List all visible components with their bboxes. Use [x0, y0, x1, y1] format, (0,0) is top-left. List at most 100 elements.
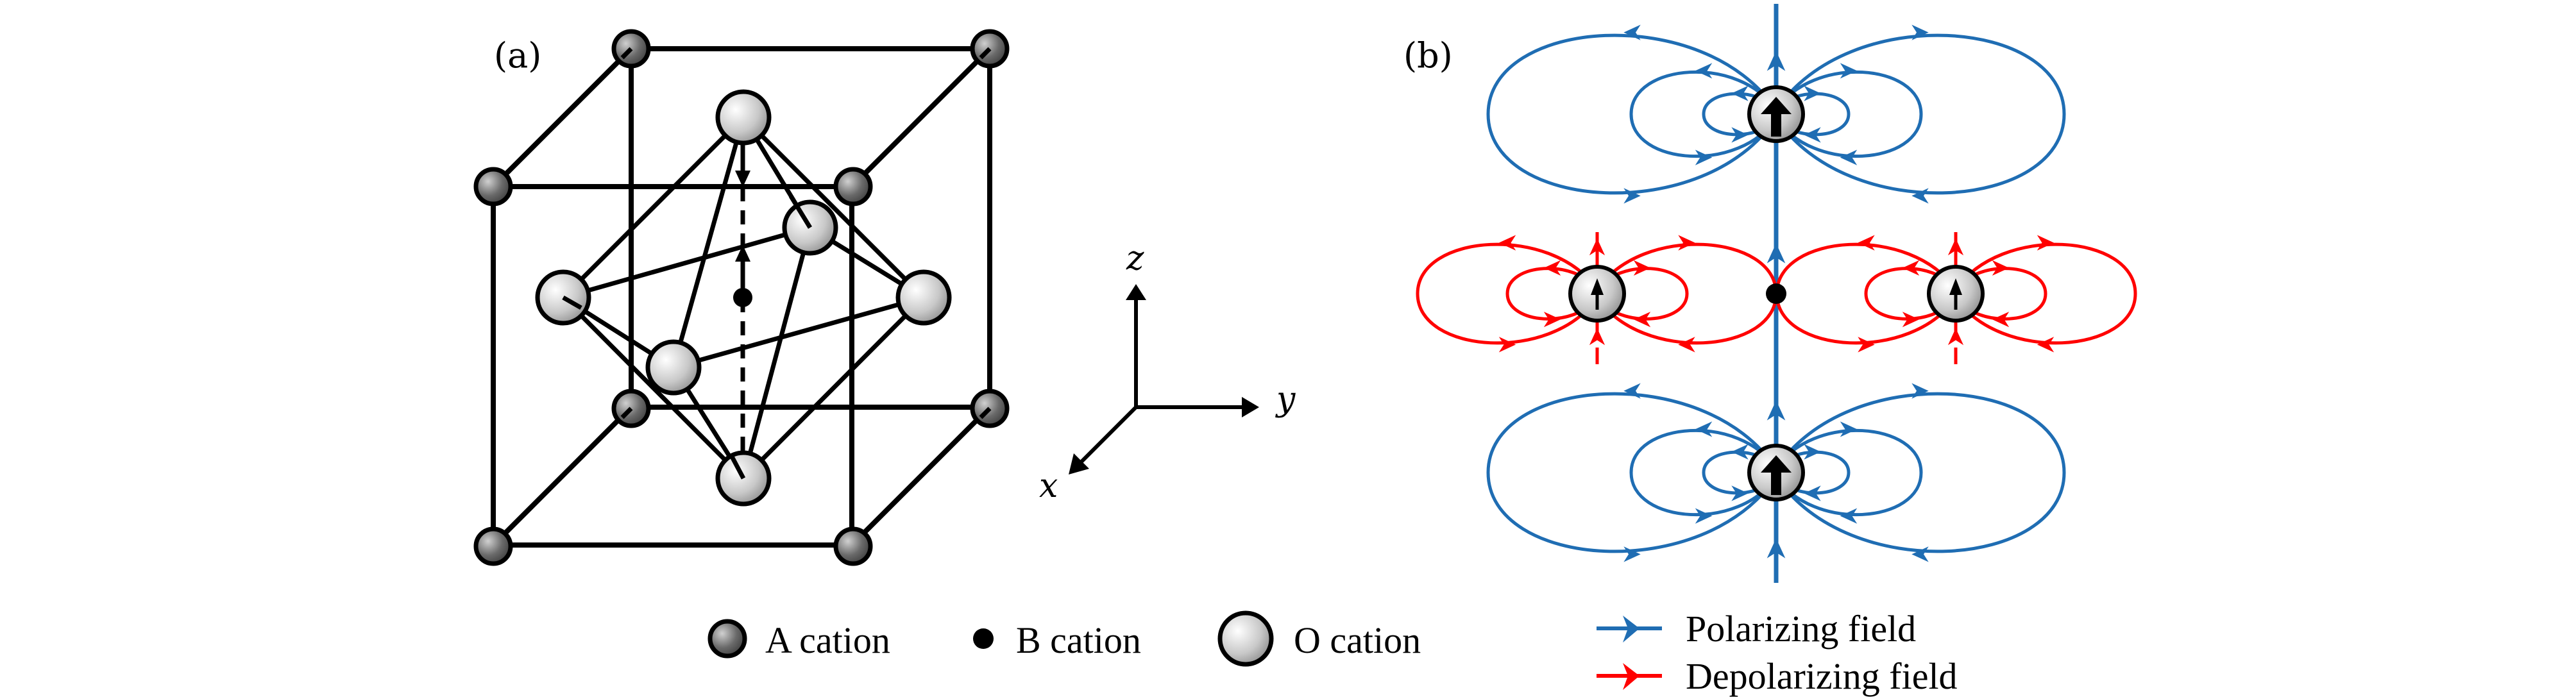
bond-stub — [729, 455, 746, 480]
arrow-down-icon — [735, 171, 750, 187]
o-cation-right — [895, 269, 952, 326]
field-arrow-icon — [1804, 485, 1821, 501]
arrow-up-icon — [735, 245, 750, 262]
field-arrow-icon — [1498, 337, 1516, 353]
panel-b: (b) Polarizing field Depolarizing field — [1403, 4, 2137, 697]
bond — [561, 296, 745, 480]
field-line — [1774, 92, 1851, 137]
field-arrow-icon — [1804, 444, 1821, 460]
bond — [561, 115, 745, 299]
legend-label: Depolarizing field — [1686, 655, 1958, 697]
field-arrow-icon — [1804, 127, 1821, 143]
field-arrow-icon — [1858, 235, 1875, 251]
bond — [671, 117, 746, 368]
field-arrow-icon — [1840, 508, 1858, 524]
y-arrow-icon — [1242, 397, 1259, 417]
field-arrow-icon — [1731, 127, 1749, 143]
polarizing-arrow-icon — [1623, 616, 1640, 642]
field-line — [1954, 242, 2137, 345]
field-arrow-icon — [1678, 337, 1695, 353]
bond-stub — [620, 407, 633, 419]
b-cation-displacement — [733, 144, 752, 458]
field-line — [1595, 267, 1689, 321]
panel-b-label: (b) — [1403, 35, 1453, 76]
field-arrow-icon — [1623, 24, 1641, 40]
legend-item-polarizing: Polarizing field — [1597, 608, 1916, 650]
field-line — [1774, 392, 2066, 553]
field-arrow-icon — [1543, 260, 1561, 276]
field-line — [1416, 242, 1599, 345]
dipole-moment-arrow-icon — [1761, 97, 1792, 137]
field-arrow-icon — [1731, 85, 1749, 101]
field-arrow-icon — [1767, 243, 1786, 264]
bond — [741, 227, 813, 479]
bond-stub — [620, 47, 633, 60]
field-arrow-icon — [2037, 235, 2055, 251]
a-cation-legend-icon — [708, 619, 747, 659]
panel-a: (a) — [473, 29, 1421, 667]
field-arrow-icon — [1902, 260, 1920, 276]
cube-edge — [491, 46, 634, 189]
field-line — [1505, 267, 1599, 321]
field-arrow-icon — [1911, 383, 1929, 399]
legend-panel-a: A cation B cation O cation — [708, 610, 1421, 667]
field-arrow-icon — [1858, 337, 1875, 353]
field-line — [1954, 267, 2047, 321]
cube-edges — [491, 46, 992, 548]
bond — [741, 115, 926, 299]
panel-a-label: (a) — [494, 35, 541, 76]
dipole-moment-arrow-icon — [1949, 278, 1962, 295]
legend-item-o-cation: O cation — [1217, 610, 1421, 667]
bond-stub — [979, 407, 992, 419]
bond-stub — [789, 195, 812, 229]
bond — [741, 296, 926, 480]
field-arrow-icon — [1623, 546, 1641, 562]
field-arrow-icon — [1992, 312, 2010, 328]
field-line — [1486, 33, 1778, 195]
y-axis-label: y — [1275, 380, 1296, 419]
bond-stub — [562, 295, 582, 310]
field-arrow-icon — [1695, 63, 1713, 79]
o-cation-legend-icon — [1217, 610, 1274, 667]
field-arrow-icon — [1731, 444, 1749, 460]
a-cation — [473, 167, 513, 206]
legend-label: A cation — [765, 619, 890, 661]
field-arrow-icon — [1992, 260, 2010, 276]
field-arrow-icon — [1695, 421, 1713, 437]
coordinate-axes: z y x — [1039, 239, 1296, 505]
field-arrow-icon — [1589, 328, 1606, 346]
field-arrow-icon — [1767, 51, 1786, 71]
z-axis-label: z — [1126, 239, 1144, 278]
field-arrow-icon — [1633, 260, 1651, 276]
field-arrow-icon — [2037, 337, 2055, 353]
bond-stub — [979, 47, 992, 60]
field-arrow-icon — [1767, 538, 1786, 558]
a-cation — [473, 526, 513, 566]
field-arrow-icon — [1840, 421, 1858, 437]
field-arrow-icon — [1633, 312, 1651, 328]
a-cation — [833, 526, 873, 566]
field-arrow-icon — [1902, 312, 1920, 328]
field-arrow-icon — [1678, 235, 1695, 251]
x-axis — [1078, 405, 1138, 466]
field-arrow-icon — [1695, 149, 1713, 165]
field-arrow-icon — [1695, 508, 1713, 524]
field-arrow-icon — [1589, 238, 1606, 256]
legend-panel-b: Polarizing field Depolarizing field — [1597, 608, 1958, 697]
a-cations — [473, 29, 1010, 566]
field-arrow-icon — [1543, 312, 1561, 328]
field-line — [1486, 392, 1778, 553]
field-arrow-icon — [1947, 328, 1964, 346]
o-cations — [535, 89, 952, 507]
field-arrow-icon — [1911, 24, 1929, 40]
depolarizing-arrow-icon — [1623, 663, 1640, 690]
field-arrow-icon — [1623, 383, 1641, 399]
a-cation — [833, 167, 873, 206]
field-arrow-icon — [1911, 546, 1929, 562]
field-arrow-icon — [1731, 485, 1749, 501]
field-arrow-icon — [1840, 63, 1858, 79]
legend-item-depolarizing: Depolarizing field — [1597, 655, 1958, 697]
bond — [673, 295, 924, 370]
cube-edge — [491, 405, 634, 548]
b-cation — [733, 288, 752, 307]
